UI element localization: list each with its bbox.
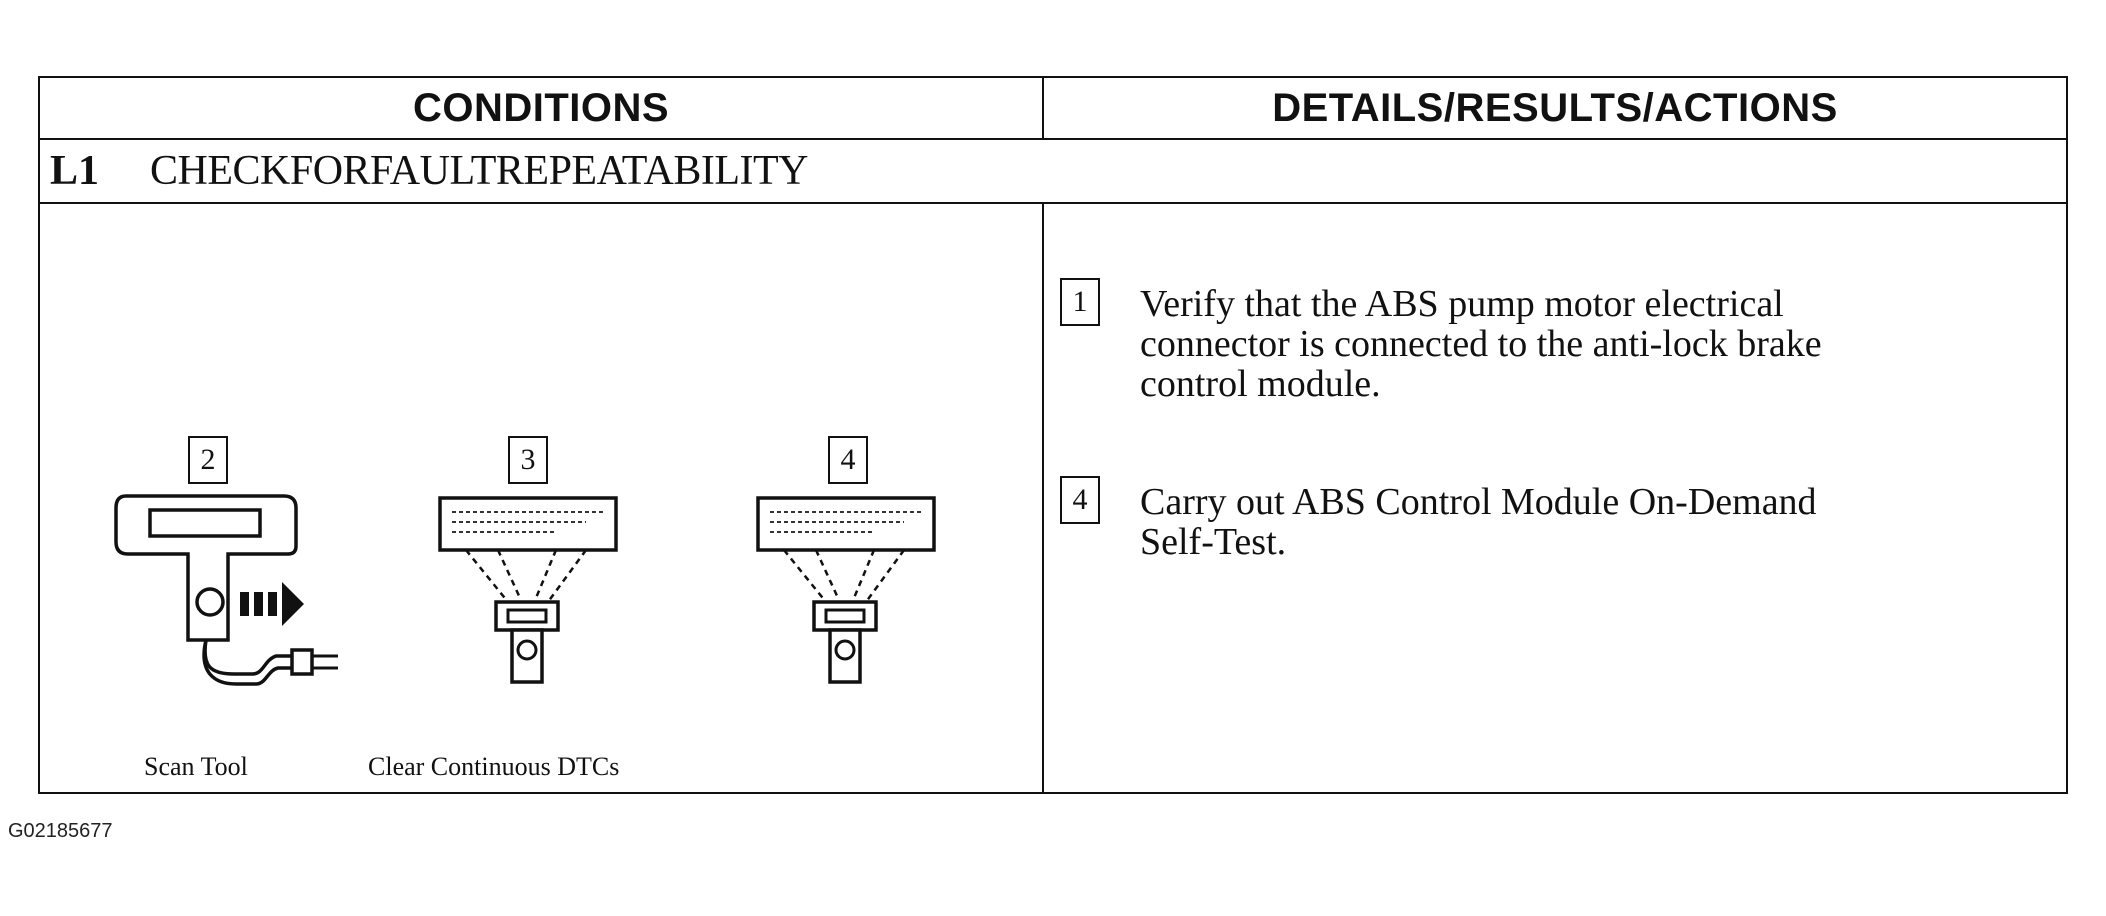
conditions-cell: 2 Scan Tool 3 [40,204,1044,793]
action-1-line: control module. [1140,363,1381,405]
action-4-line: Carry out ABS Control Module On-Demand [1140,481,1817,523]
illustration-caption-3: Clear Continuous DTCs [368,752,620,781]
action-1-line: connector is connected to the anti-lock … [1140,323,1822,365]
scan-tool-icon [114,494,338,686]
action-text-1: Verify that the ABS pump motor electrica… [1140,284,1822,404]
illustration-caption-2: Scan Tool [144,752,248,781]
illustration-number-4: 4 [828,436,868,484]
details-cell: 1 Verify that the ABS pump motor electri… [1044,204,2066,793]
scan-tool-display-icon [756,496,936,684]
action-1-line: Verify that the ABS pump motor electrica… [1140,283,1784,325]
action-number-1: 1 [1060,278,1100,326]
step-title-row: L1 CHECKFORFAULTREPEATABILITY [40,140,2066,204]
illustration-number-2: 2 [188,436,228,484]
header-row: CONDITIONS DETAILS/RESULTS/ACTIONS [40,78,2066,140]
action-4-line: Self-Test. [1140,521,1287,563]
figure-code: G02185677 [8,820,113,842]
conditions-header: CONDITIONS [40,78,1044,138]
illustration-number-3: 3 [508,436,548,484]
step-title: CHECKFORFAULTREPEATABILITY [150,148,809,194]
scan-tool-display-icon [438,496,618,684]
action-text-4: Carry out ABS Control Module On-Demand S… [1140,482,1817,562]
procedure-table: CONDITIONS DETAILS/RESULTS/ACTIONS L1 CH… [38,76,2068,794]
step-id: L1 [50,148,100,194]
details-header: DETAILS/RESULTS/ACTIONS [1272,85,1838,130]
action-number-4: 4 [1060,476,1100,524]
